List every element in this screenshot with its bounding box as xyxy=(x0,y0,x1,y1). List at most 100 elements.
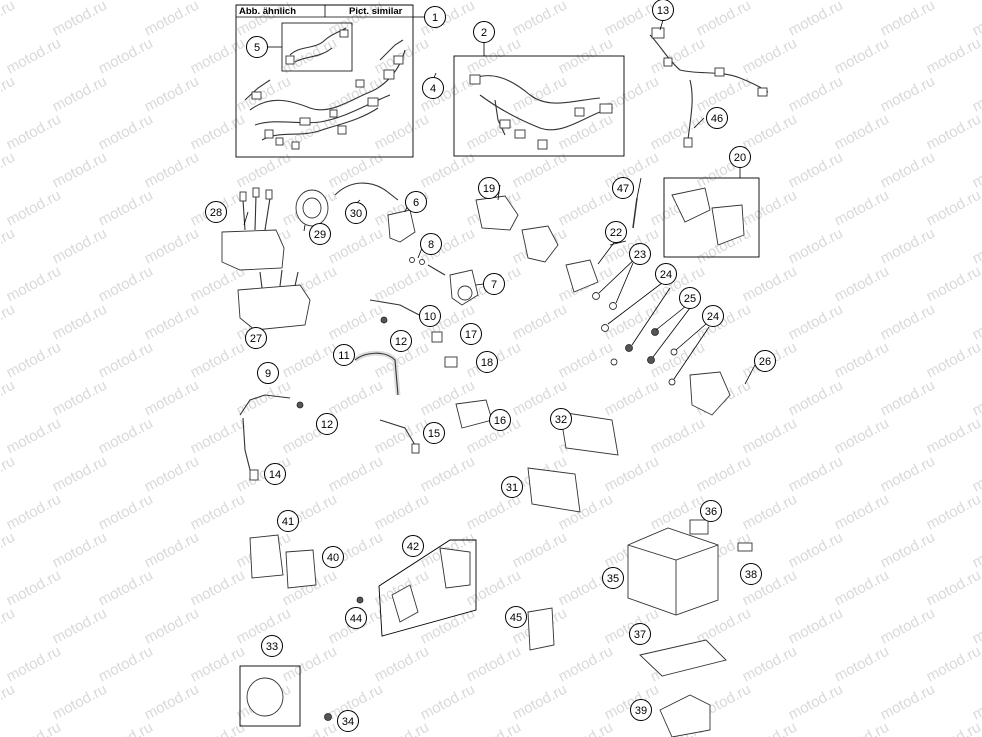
watermark-text: motod.ru xyxy=(95,339,155,382)
watermark-text: motod.ru xyxy=(187,339,247,382)
watermark-text: motod.ru xyxy=(509,149,569,192)
watermark-text: motod.ru xyxy=(49,453,109,496)
part-nut-34 xyxy=(324,713,332,721)
part-sensor-7 xyxy=(449,269,479,306)
part-cable-30 xyxy=(334,182,399,201)
watermark-text: motod.ru xyxy=(739,187,799,230)
watermark-text: motod.ru xyxy=(555,111,615,154)
watermark-text: motod.ru xyxy=(233,149,293,192)
watermark-text: motod.ru xyxy=(601,453,661,496)
frame-part-33 xyxy=(239,665,301,727)
watermark-text: motod.ru xyxy=(3,35,63,78)
watermark-text: motod.ru xyxy=(187,567,247,610)
watermark-text: motod.ru xyxy=(0,225,18,268)
watermark-text: motod.ru xyxy=(95,111,155,154)
watermark-text: motod.ru xyxy=(831,111,891,154)
callout-26: 26 xyxy=(754,350,776,372)
part-horn-33 xyxy=(246,677,284,717)
watermark-text: motod.ru xyxy=(831,35,891,78)
callout-label: 8 xyxy=(428,239,434,251)
part-36 xyxy=(689,519,709,535)
callout-label: 45 xyxy=(510,612,522,624)
watermark-text: motod.ru xyxy=(3,415,63,458)
watermark-text: motod.ru xyxy=(417,605,477,648)
watermark-text: motod.ru xyxy=(49,301,109,344)
callout-label: 23 xyxy=(634,249,646,261)
watermark-text: motod.ru xyxy=(785,73,845,116)
callout-label: 36 xyxy=(705,506,717,518)
watermark-text: motod.ru xyxy=(923,415,982,458)
part-42b xyxy=(391,584,419,623)
watermark-text: motod.ru xyxy=(417,149,477,192)
part-38 xyxy=(737,542,753,552)
callout-label: 26 xyxy=(759,356,771,368)
callout-label: 10 xyxy=(424,311,436,323)
watermark-text: motod.ru xyxy=(877,377,937,420)
callout-label: 15 xyxy=(428,428,440,440)
watermark-text: motod.ru xyxy=(0,301,18,344)
watermark-text: motod.ru xyxy=(785,681,845,724)
part-hose-outline xyxy=(354,352,399,396)
watermark-text: motod.ru xyxy=(969,681,982,724)
watermark-text: motod.ru xyxy=(49,0,109,40)
callout-19: 19 xyxy=(478,177,500,199)
frame-header-right: Pict. similar xyxy=(349,6,403,17)
callout-label: 24 xyxy=(707,311,719,323)
part-relay xyxy=(387,209,416,243)
watermark-text: motod.ru xyxy=(187,0,247,2)
watermark-text: motod.ru xyxy=(923,719,982,737)
callout-46: 46 xyxy=(706,107,728,129)
frame-header-left: Abb. ähnlich xyxy=(239,6,296,17)
callout-label: 14 xyxy=(269,469,281,481)
watermark-text: motod.ru xyxy=(877,681,937,724)
watermark-text: motod.ru xyxy=(877,0,937,40)
watermark-text: motod.ru xyxy=(187,719,247,737)
watermark-text: motod.ru xyxy=(693,453,753,496)
callout-18: 18 xyxy=(476,351,498,373)
callout-label: 11 xyxy=(338,350,349,362)
part-connector-bracket xyxy=(221,187,285,271)
watermark-text: motod.ru xyxy=(923,187,982,230)
callout-12a: 12 xyxy=(390,330,412,352)
watermark-text: motod.ru xyxy=(923,35,982,78)
watermark-text: motod.ru xyxy=(141,301,201,344)
callout-label: 29 xyxy=(314,229,326,241)
part-cover-39 xyxy=(659,694,711,737)
callout-2: 2 xyxy=(473,21,495,43)
watermark-text: motod.ru xyxy=(785,0,845,40)
part-battery xyxy=(627,527,719,616)
watermark-text: motod.ru xyxy=(49,529,109,572)
watermark-text: motod.ru xyxy=(141,453,201,496)
part-18 xyxy=(444,356,458,368)
part-bolts-8 xyxy=(409,257,446,276)
watermark-text: motod.ru xyxy=(371,719,431,737)
watermark-text: motod.ru xyxy=(509,529,569,572)
watermark-text: motod.ru xyxy=(831,187,891,230)
callout-44: 44 xyxy=(345,607,367,629)
watermark-text: motod.ru xyxy=(555,0,615,2)
part-plug-14 xyxy=(249,469,259,481)
callout-24b: 24 xyxy=(702,305,724,327)
watermark-text: motod.ru xyxy=(601,377,661,420)
watermark-text: motod.ru xyxy=(3,111,63,154)
part-bracket-26 xyxy=(689,371,731,416)
watermark-text: motod.ru xyxy=(509,73,569,116)
part-45 xyxy=(527,607,555,651)
callout-label: 20 xyxy=(734,152,746,164)
callout-14: 14 xyxy=(264,463,286,485)
watermark-text: motod.ru xyxy=(95,643,155,686)
callout-5: 5 xyxy=(246,36,268,58)
watermark-text: motod.ru xyxy=(371,111,431,154)
watermark-text: motod.ru xyxy=(187,491,247,534)
part-cable-9 xyxy=(239,394,291,416)
watermark-text: motod.ru xyxy=(555,339,615,382)
watermark-text: motod.ru xyxy=(739,263,799,306)
callout-17: 17 xyxy=(460,323,482,345)
watermark-text: motod.ru xyxy=(693,73,753,116)
part-harness-13-46 xyxy=(649,27,769,148)
callout-29: 29 xyxy=(309,223,331,245)
watermark-text: motod.ru xyxy=(187,35,247,78)
callout-label: 1 xyxy=(432,12,438,24)
part-cable-15 xyxy=(379,419,416,446)
callout-12b: 12 xyxy=(316,413,338,435)
